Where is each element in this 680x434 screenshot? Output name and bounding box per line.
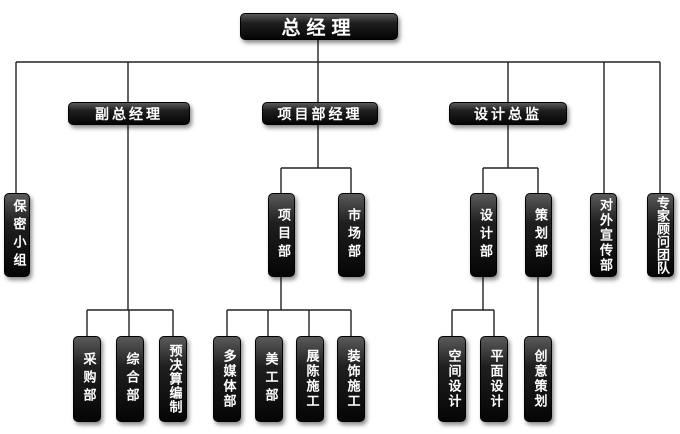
node-graphic-design: 平面设计 bbox=[480, 336, 508, 422]
node-procurement: 采购部 bbox=[73, 336, 101, 422]
node-design-director: 设计总监 bbox=[449, 102, 567, 125]
node-expert-team: 专家顾问团队 bbox=[647, 193, 674, 277]
node-design-dept: 设计部 bbox=[470, 193, 497, 277]
node-project-dept: 项目部 bbox=[268, 193, 295, 277]
node-creative-planning: 创意策划 bbox=[524, 336, 552, 422]
node-multimedia: 多媒体部 bbox=[213, 336, 241, 422]
node-space-design: 空间设计 bbox=[438, 336, 466, 422]
node-budget: 预决算编制 bbox=[159, 336, 187, 422]
node-planning-dept: 策划部 bbox=[525, 193, 552, 277]
node-deputy-gm: 副总经理 bbox=[68, 102, 190, 125]
node-project-manager: 项目部经理 bbox=[262, 102, 378, 125]
node-exhibition: 展陈施工 bbox=[296, 336, 324, 422]
node-decoration: 装饰施工 bbox=[337, 336, 365, 422]
node-art-dept: 美工部 bbox=[255, 336, 283, 422]
node-ceo: 总经理 bbox=[240, 13, 398, 40]
node-pr-dept: 对外宣传部 bbox=[590, 193, 617, 277]
node-general-dept: 综合部 bbox=[116, 336, 144, 422]
node-security-group: 保密小组 bbox=[4, 193, 30, 277]
node-market-dept: 市场部 bbox=[338, 193, 365, 277]
